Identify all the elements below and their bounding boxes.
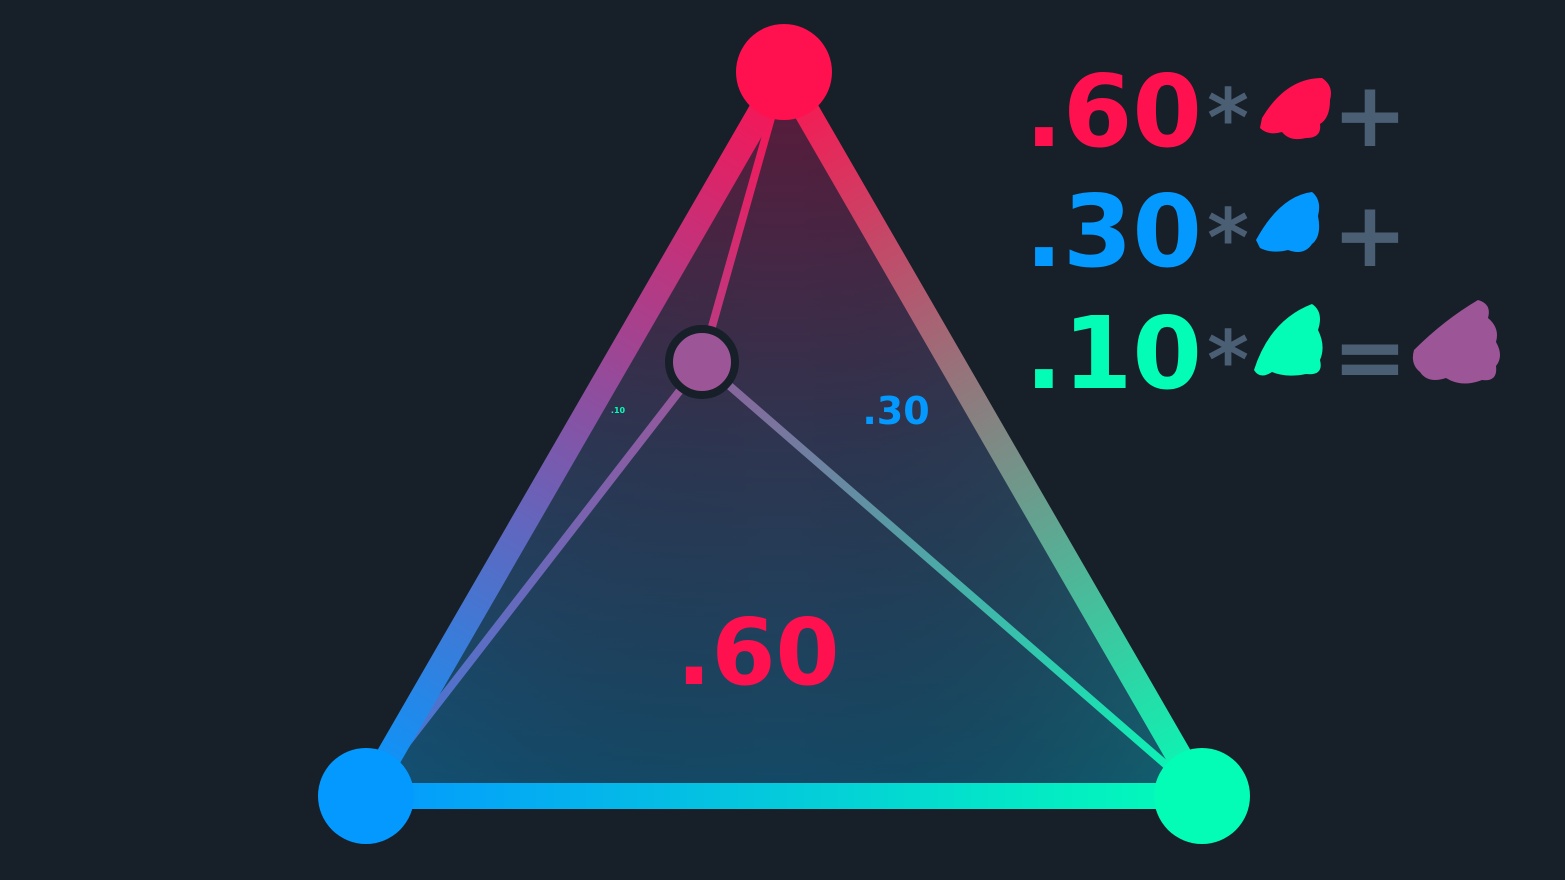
- green-vertex[interactable]: [1154, 748, 1250, 844]
- paint-swatch-mixed-icon: [1412, 300, 1500, 384]
- interior-point-handle[interactable]: [665, 325, 739, 399]
- area-label-green: .10: [611, 406, 626, 415]
- paint-swatch-red-icon: [1260, 78, 1331, 140]
- equation-row-blue: .30 * +: [1025, 173, 1408, 290]
- edge-red-green: [771, 59, 1215, 809]
- equation-row-red: .60 * +: [1025, 53, 1408, 170]
- paint-swatch-blue-icon: [1256, 192, 1320, 252]
- times-symbol: *: [1207, 314, 1249, 407]
- weight-red: .60: [1025, 53, 1202, 170]
- edge-red-blue: [353, 59, 797, 809]
- weight-green: .10: [1025, 295, 1202, 412]
- plus-operator: +: [1332, 63, 1407, 168]
- area-label-blue: .30: [862, 389, 929, 433]
- paint-swatch-green-icon: [1254, 304, 1323, 376]
- equals-operator: =: [1332, 305, 1407, 410]
- red-vertex[interactable]: [736, 24, 832, 120]
- area-label-red: .60: [677, 599, 840, 706]
- equation: .60 * + .30 * + .10 * =: [1025, 53, 1500, 412]
- spoke-to-green: [698, 358, 1206, 800]
- times-symbol: *: [1207, 192, 1249, 285]
- weight-blue: .30: [1025, 173, 1202, 290]
- plus-operator: +: [1332, 183, 1407, 288]
- equation-row-green: .10 * =: [1025, 295, 1500, 412]
- times-symbol: *: [1207, 72, 1249, 165]
- blue-vertex[interactable]: [318, 748, 414, 844]
